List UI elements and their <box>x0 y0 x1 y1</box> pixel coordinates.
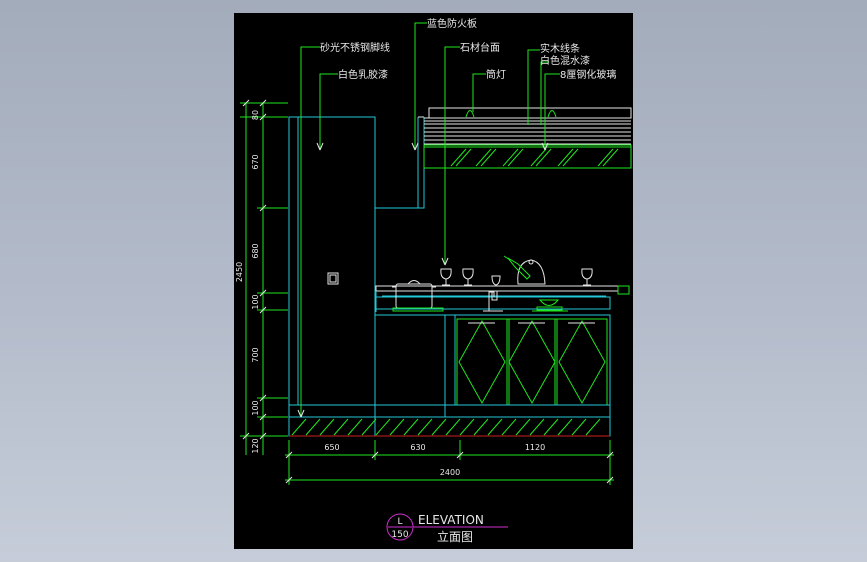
dim-120: 120 <box>251 438 260 453</box>
dim-total-width: 2400 <box>440 468 460 477</box>
symbol-scale: 150 <box>391 530 408 540</box>
title-elevation: ELEVATION <box>418 513 484 527</box>
base-cabinets <box>375 314 611 418</box>
dim-630: 630 <box>410 443 425 452</box>
floor-plinth <box>288 416 611 437</box>
leader-lines <box>297 22 560 418</box>
dim-670: 670 <box>251 154 260 169</box>
drawing-title: L 150 ELEVATION 立面图 <box>386 513 508 544</box>
label-wood-strip: 实木线条 <box>540 42 580 55</box>
label-tempered-glass: 8厘钢化玻璃 <box>560 68 616 81</box>
dim-1120: 1120 <box>525 443 545 452</box>
label-white-paint: 白色混水漆 <box>540 54 590 67</box>
dim-650: 650 <box>324 443 339 452</box>
label-stainless-baseboard: 砂光不锈钢脚线 <box>320 41 390 54</box>
dim-100-b: 100 <box>251 400 260 415</box>
tall-cabinet <box>288 116 445 436</box>
label-blue-fireboard: 蓝色防火板 <box>427 17 477 30</box>
label-downlight: 筒灯 <box>486 68 506 81</box>
label-stone-countertop: 石材台面 <box>460 41 500 54</box>
range-hood <box>423 107 632 169</box>
symbol-letter: L <box>397 517 402 527</box>
horizontal-dimension-chain: 650 630 1120 2400 <box>285 440 614 485</box>
dim-80: 80 <box>251 110 260 120</box>
title-chinese: 立面图 <box>437 529 473 544</box>
countertop <box>375 255 630 316</box>
vertical-dimension-chain: 80 670 680 100 700 100 120 2450 <box>235 99 288 455</box>
dim-700: 700 <box>251 347 260 362</box>
label-white-latex-paint: 白色乳胶漆 <box>338 68 388 81</box>
dim-100-a: 100 <box>251 294 260 309</box>
dim-total-height: 2450 <box>235 262 244 282</box>
dim-680: 680 <box>251 243 260 258</box>
